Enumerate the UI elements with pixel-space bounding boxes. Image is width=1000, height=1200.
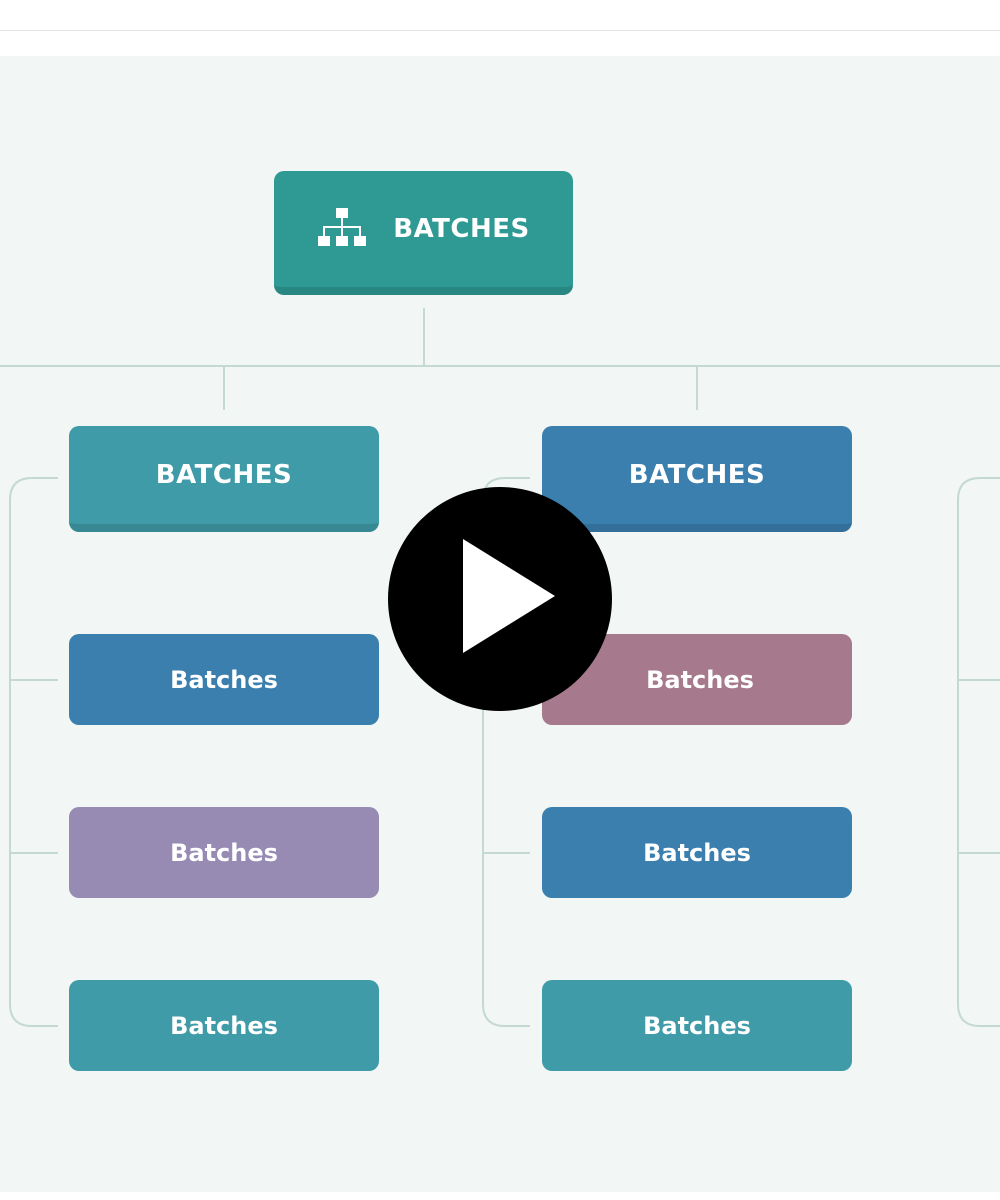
play-icon (463, 539, 555, 653)
column-2-item-1-label: Batches (646, 665, 754, 694)
column-2-item-2-label: Batches (643, 838, 751, 867)
connector-bracket-col3 (957, 477, 1000, 1027)
column-2-item-3[interactable]: Batches (542, 980, 852, 1071)
hierarchy-icon (317, 206, 367, 252)
column-2-header-label: BATCHES (628, 460, 766, 490)
column-1-item-3-label: Batches (170, 1011, 278, 1040)
root-node-label: BATCHES (393, 214, 530, 244)
column-2-item-3-label: Batches (643, 1011, 751, 1040)
root-node[interactable]: BATCHES (274, 171, 573, 295)
column-2-item-2[interactable]: Batches (542, 807, 852, 898)
column-1-item-3[interactable]: Batches (69, 980, 379, 1071)
connector-bracket-col1 (9, 477, 58, 1027)
column-1-header-label: BATCHES (155, 460, 293, 490)
column-1-item-1-label: Batches (170, 665, 278, 694)
column-1-item-2-label: Batches (170, 838, 278, 867)
play-button[interactable] (388, 487, 612, 711)
column-2-header[interactable]: BATCHES (542, 426, 852, 532)
top-bar (0, 0, 1000, 31)
column-1-item-2[interactable]: Batches (69, 807, 379, 898)
column-1-item-1[interactable]: Batches (69, 634, 379, 725)
column-1-header[interactable]: BATCHES (69, 426, 379, 532)
connector-bracket-col2 (482, 477, 530, 1027)
